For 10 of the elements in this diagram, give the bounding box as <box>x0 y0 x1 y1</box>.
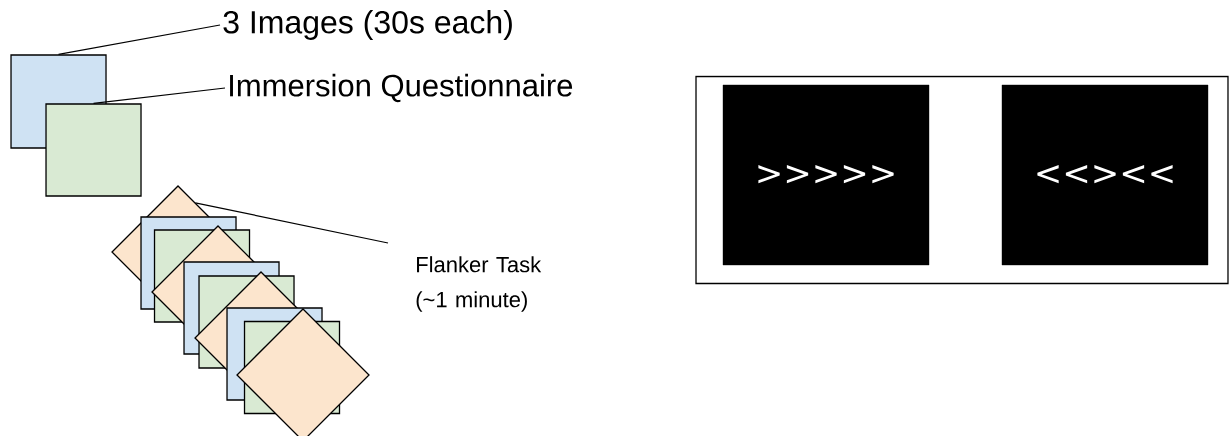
stimulus-screen: >>>>> <box>722 84 930 266</box>
square-card <box>45 103 142 197</box>
label-text: Flanker Task (~1 minute) <box>416 256 542 312</box>
leader-line <box>194 202 389 244</box>
label-text: Immersion Questionnaire <box>230 73 573 103</box>
label-text: 3 Images (30s each) <box>223 10 512 40</box>
leader-line <box>57 24 221 55</box>
leader-line <box>92 87 226 104</box>
stimulus-screen: <<><< <box>1001 84 1209 266</box>
card-stack-drawing <box>111 185 370 436</box>
